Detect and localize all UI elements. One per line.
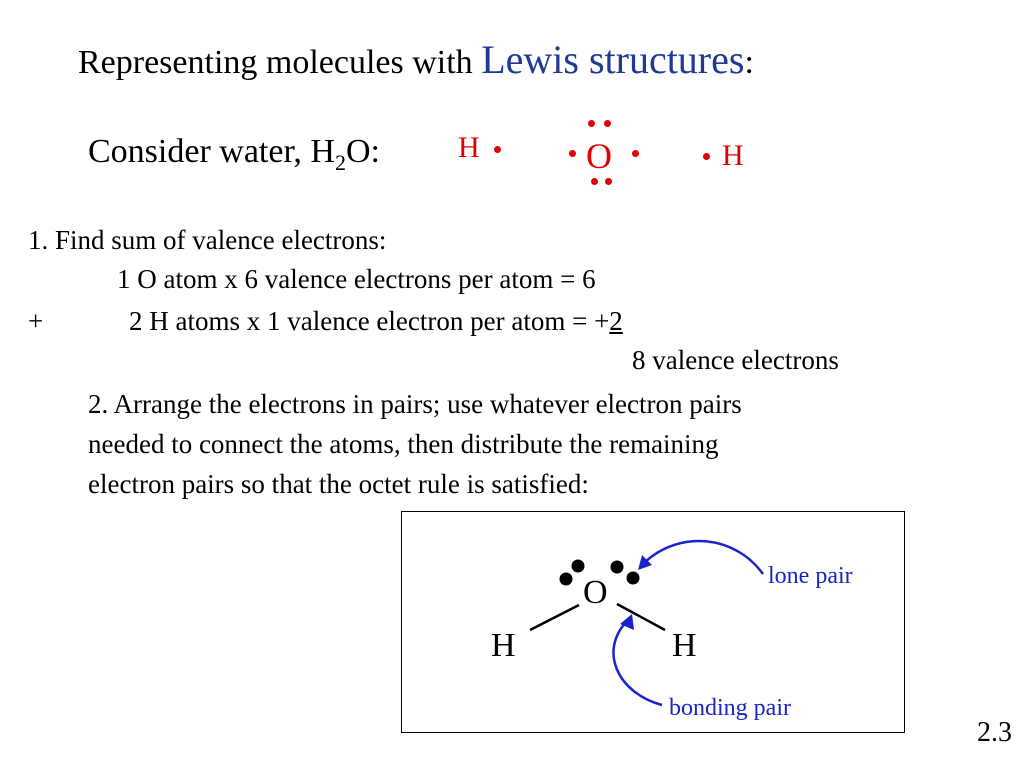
title-suffix: : xyxy=(744,44,754,81)
oxygen-electron xyxy=(604,120,611,127)
step1-line2-text: 2 H atoms x 1 valence electron per atom … xyxy=(129,306,610,336)
lone-pair-electron xyxy=(626,571,640,585)
oxygen-electron xyxy=(569,150,576,157)
h-left-atom: H xyxy=(458,131,480,164)
bonding-pair-arrow xyxy=(612,619,663,707)
step1-total: 8 valence electrons xyxy=(632,345,839,375)
step1-plus: + xyxy=(28,306,44,336)
consider-suffix: O: xyxy=(345,133,380,170)
oxygen-electron xyxy=(591,178,598,185)
oxygen-electron xyxy=(605,178,612,185)
slide-number: 2.3 xyxy=(977,717,1012,748)
h-right-electron xyxy=(703,153,710,160)
diagram-h-right: H xyxy=(672,627,697,664)
oxygen-atom: O xyxy=(586,136,612,176)
consider-water-text: Consider water, H2O: xyxy=(88,133,380,176)
bonding-pair-label: bonding pair xyxy=(669,695,791,721)
step1-line2: 2 H atoms x 1 valence electron per atom … xyxy=(129,306,623,337)
oxygen-electron xyxy=(632,150,639,157)
right-bond xyxy=(616,602,666,632)
diagram-oxygen: O xyxy=(583,574,608,611)
title-prefix: Representing molecules with xyxy=(78,44,482,81)
lone-pair-arrowhead xyxy=(638,555,652,570)
left-bond xyxy=(529,603,580,632)
title-accent: Lewis structures xyxy=(481,37,745,82)
lewis-structure-diagram xyxy=(401,511,905,733)
h-right-atom: H xyxy=(722,139,744,172)
step1-heading: 1. Find sum of valence electrons: xyxy=(28,225,387,255)
consider-subscript: 2 xyxy=(334,149,346,175)
h-left-electron xyxy=(494,146,501,153)
lone-pair-electron xyxy=(559,572,573,586)
consider-prefix: Consider water, H xyxy=(88,133,335,170)
step1-line2-value: 2 xyxy=(609,306,623,336)
oxygen-electron xyxy=(588,120,595,127)
step2-line1: 2. Arrange the electrons in pairs; use w… xyxy=(88,389,742,419)
step2-line3: electron pairs so that the octet rule is… xyxy=(88,469,589,499)
step2-line2: needed to connect the atoms, then distri… xyxy=(88,429,719,459)
diagram-h-left: H xyxy=(491,627,516,664)
bonding-pair-arrowhead xyxy=(620,614,634,630)
lone-pair-electron xyxy=(610,560,624,574)
lone-pair-electron xyxy=(571,559,585,573)
lone-pair-label: lone pair xyxy=(768,563,853,589)
step1-line1: 1 O atom x 6 valence electrons per atom … xyxy=(117,264,596,294)
slide-title: Representing molecules with Lewis struct… xyxy=(78,36,754,83)
lone-pair-arrow xyxy=(644,539,765,575)
